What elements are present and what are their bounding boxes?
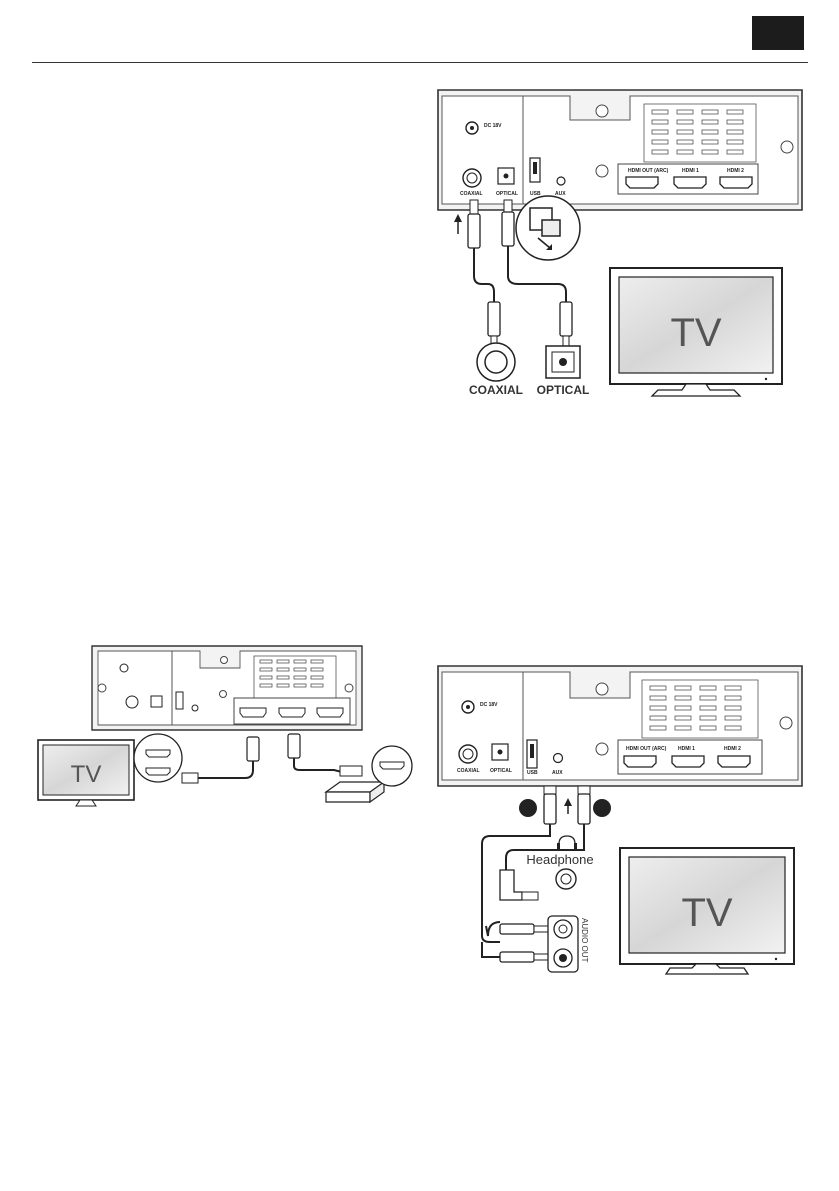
tv-label: TV	[681, 891, 732, 935]
page-tab	[752, 16, 804, 50]
tv-label: TV	[670, 311, 721, 355]
optical-port	[151, 696, 162, 707]
hdmi-label: HDMI 2	[724, 746, 741, 752]
hdmi-label: HDMI 1	[678, 746, 695, 752]
screw-icon	[221, 657, 228, 664]
coaxial-cable	[468, 200, 500, 346]
aux-port	[557, 177, 565, 185]
screw-icon	[596, 105, 608, 117]
optical-port-label: OPTICAL	[490, 768, 512, 774]
hdmi-label: HDMI 2	[727, 168, 744, 174]
usb-port-label: USB	[527, 770, 538, 776]
hdmi-label: HDMI OUT (ARC)	[628, 168, 669, 174]
tv-label: TV	[71, 761, 102, 788]
headphone-icon	[559, 836, 575, 844]
screw-icon	[596, 165, 608, 177]
usb-port-label: USB	[530, 191, 541, 197]
screw-icon	[596, 683, 608, 695]
tv-icon: TV	[610, 268, 782, 396]
aux-port	[192, 705, 198, 711]
hdmi-port	[672, 756, 704, 767]
coaxial-label: COAXIAL	[469, 383, 523, 397]
screw-icon	[220, 691, 227, 698]
hdmi-port	[624, 756, 656, 767]
bluray-player-icon	[326, 782, 384, 802]
optical-label: OPTICAL	[537, 383, 590, 397]
dc-label: DC 18V	[484, 123, 502, 129]
vent-grille	[642, 680, 758, 738]
aux-port-label: AUX	[555, 191, 566, 197]
step-marker	[593, 799, 611, 817]
coaxial-port	[126, 696, 138, 708]
aux-port-label: AUX	[552, 770, 563, 776]
hdmi-port	[674, 177, 706, 188]
hdmi-label: HDMI 1	[682, 168, 699, 174]
tv-icon: TV	[38, 740, 134, 806]
screw-icon	[596, 743, 608, 755]
hdmi-connection-figure: TV	[34, 642, 414, 812]
screw-icon	[780, 717, 792, 729]
coaxial-optical-figure: DC 18V COAXIAL OPTICAL USB AUX HDMI OUT …	[430, 80, 810, 400]
dc-label: DC 18V	[480, 702, 498, 708]
hdmi-port	[720, 177, 752, 188]
hdmi-port	[718, 756, 750, 767]
aux-port	[554, 754, 563, 763]
coaxial-port-label: COAXIAL	[457, 768, 480, 774]
hdmi-port	[317, 708, 343, 717]
step-marker	[519, 799, 537, 817]
screw-icon	[781, 141, 793, 153]
hdmi-port	[279, 708, 305, 717]
hdmi-port	[626, 177, 658, 188]
header-rule	[32, 62, 808, 63]
screw-icon	[345, 684, 353, 692]
hdmi-port	[240, 708, 266, 717]
hdmi-label: HDMI OUT (ARC)	[626, 746, 667, 752]
tv-icon: TV	[620, 848, 794, 974]
usb-port	[176, 692, 183, 709]
optical-port-label: OPTICAL	[496, 191, 518, 197]
audio-out-label: AUDIO OUT	[580, 918, 589, 963]
aux-connection-figure: DC 18V COAXIAL OPTICAL USB AUX HDMI OUT …	[430, 660, 810, 980]
screw-icon	[98, 684, 106, 692]
vent-grille	[644, 104, 756, 162]
coaxial-port-label: COAXIAL	[460, 191, 483, 197]
headphone-label: Headphone	[526, 852, 593, 867]
vent-grille	[254, 656, 336, 698]
